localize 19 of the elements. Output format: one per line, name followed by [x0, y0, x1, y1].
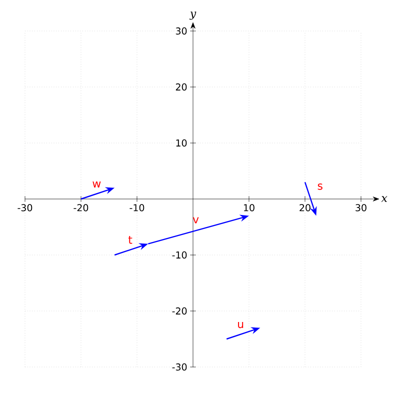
tick-label: 10 — [244, 204, 254, 212]
vector-label: v — [192, 217, 199, 224]
tick-label: 20 — [176, 83, 187, 91]
vector-label: s — [318, 184, 322, 190]
tick-label: -30 — [172, 363, 187, 371]
tick-label: 10 — [176, 139, 187, 147]
tick-label: -10 — [130, 204, 144, 212]
tick-label: 30 — [356, 204, 366, 212]
tick-label: 20 — [300, 204, 310, 212]
vector-label: u — [238, 322, 244, 328]
tick-label: -10 — [172, 251, 187, 259]
vector-label: t — [128, 236, 132, 244]
tick-label: 30 — [176, 27, 187, 35]
vector-label: w — [92, 181, 101, 188]
tick-label: -20 — [74, 204, 88, 212]
axis-label: x — [381, 196, 388, 202]
tick-label: -20 — [172, 307, 187, 315]
tick-label: -30 — [18, 204, 32, 212]
axis-label: y — [189, 12, 196, 20]
